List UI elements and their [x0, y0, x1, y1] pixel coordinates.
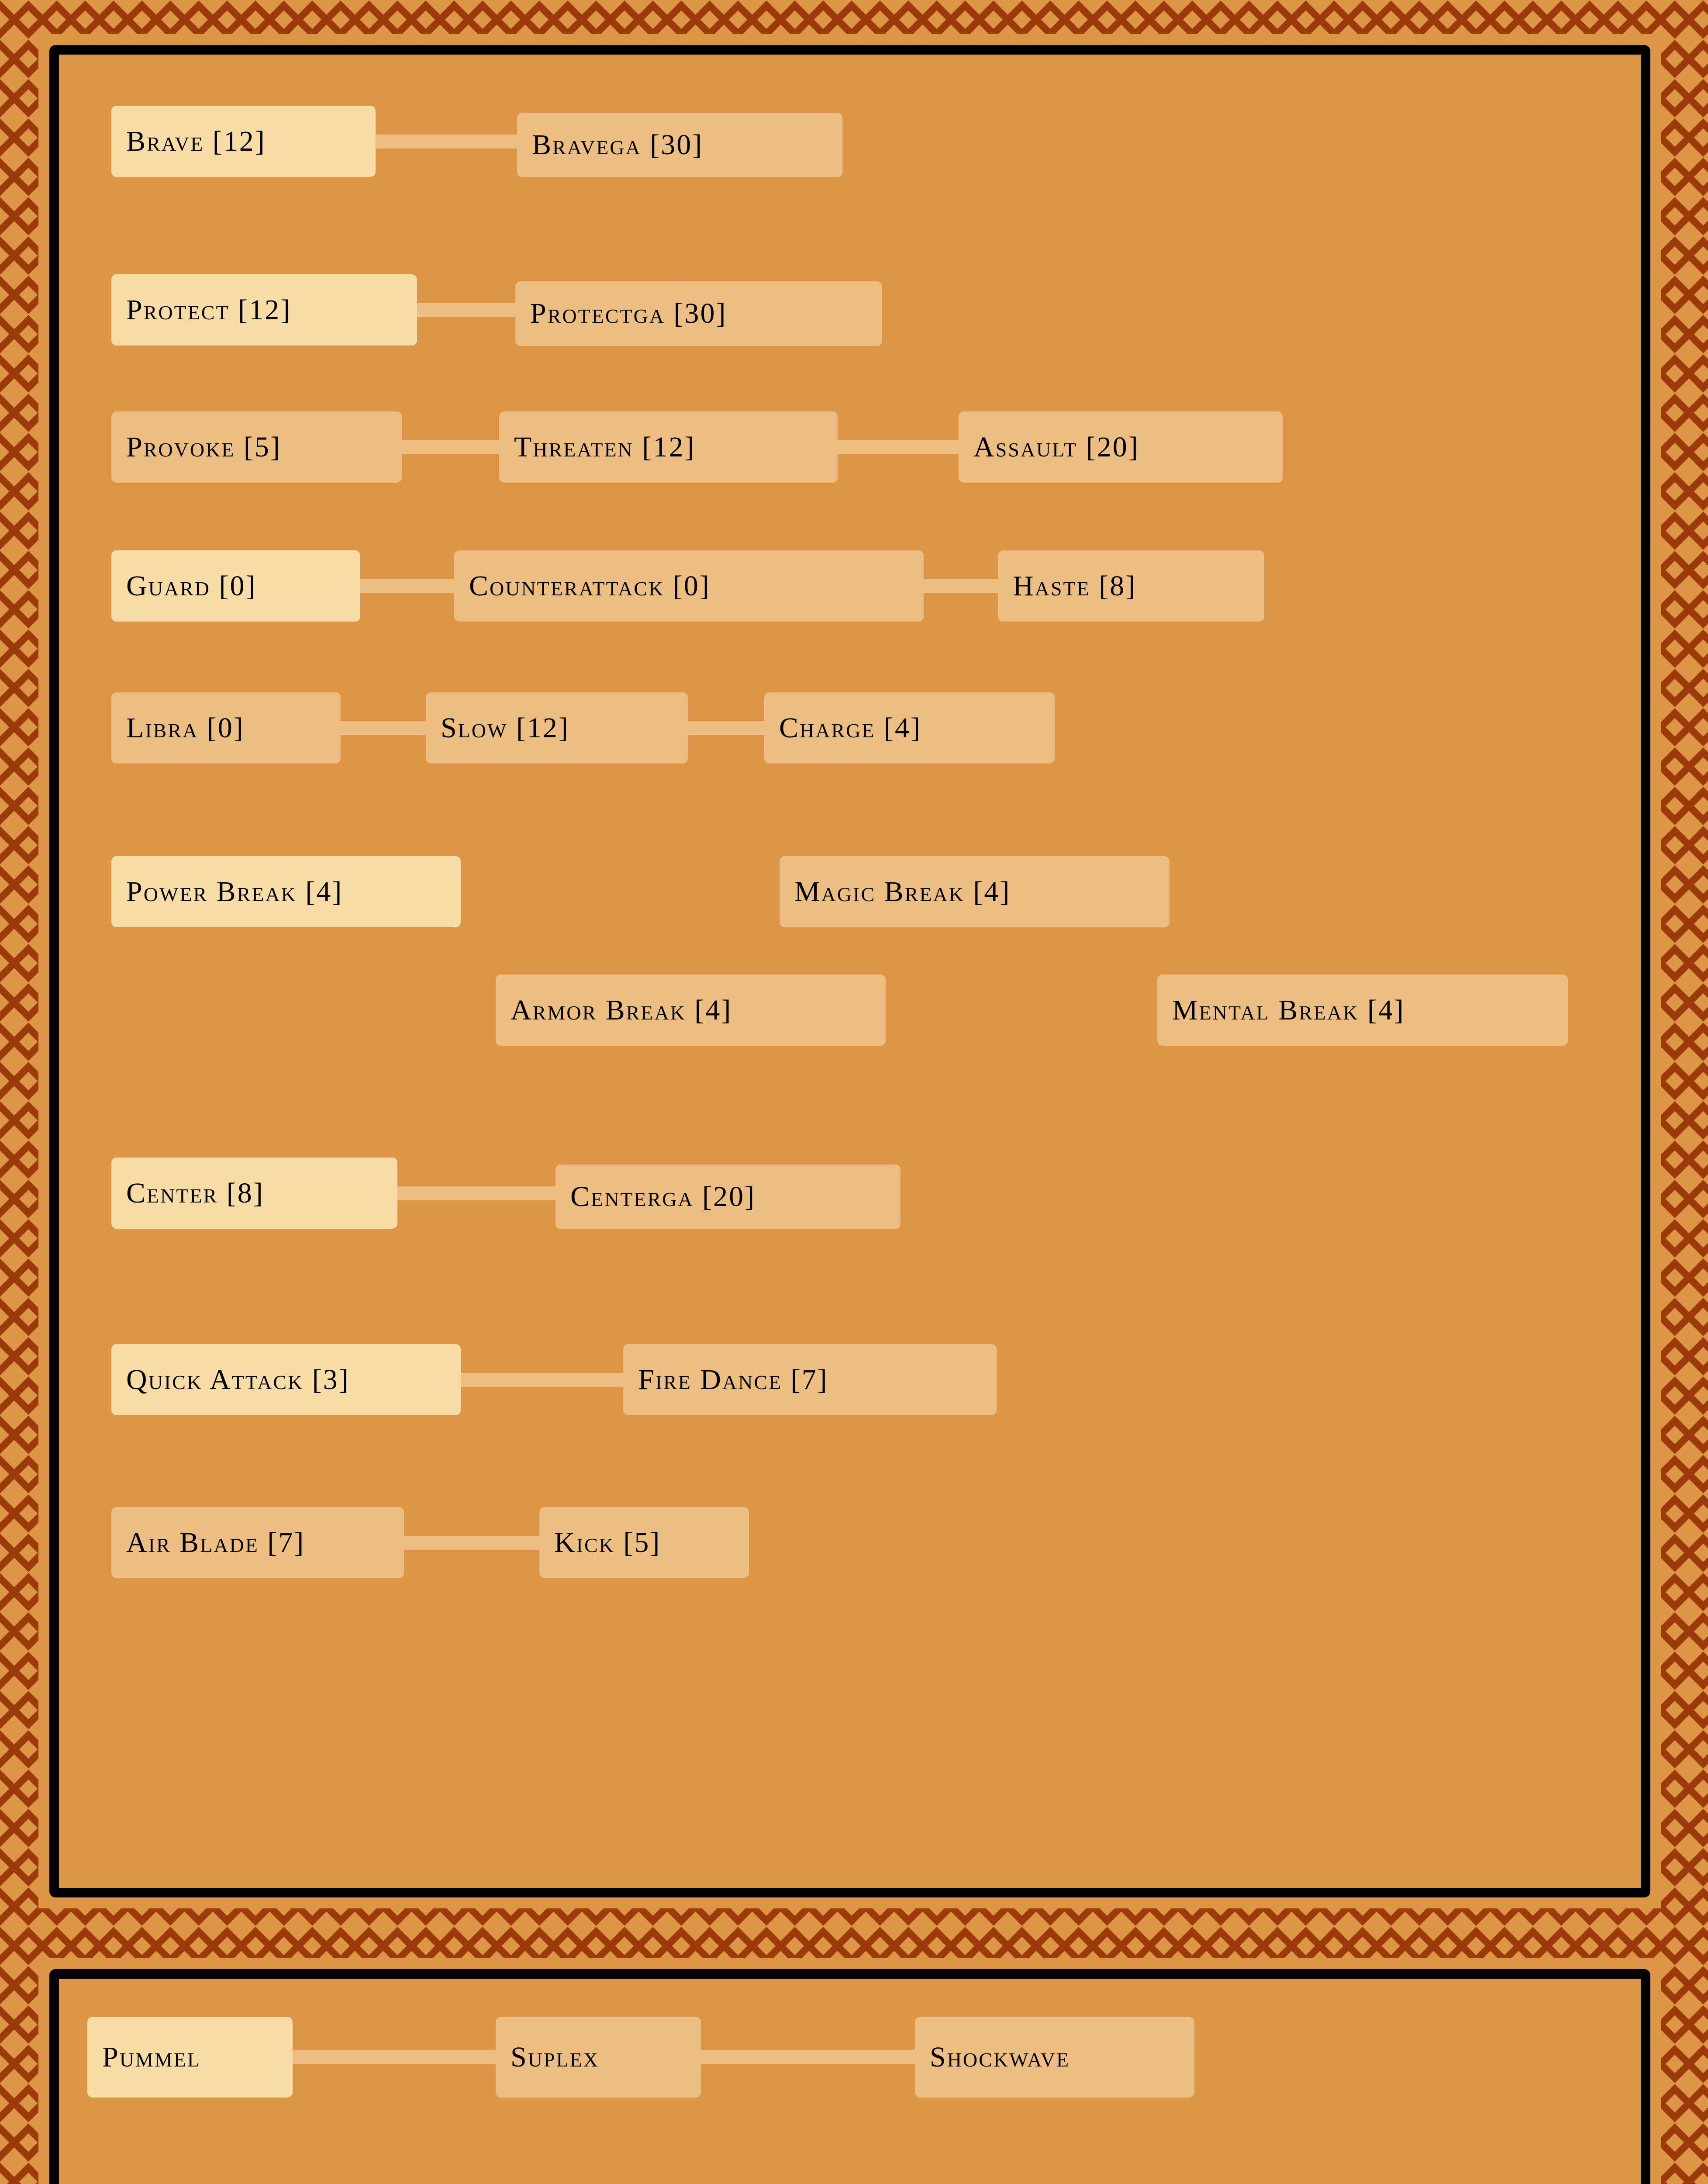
- connector-counterattack-haste: [921, 579, 1000, 593]
- node-shockwave[interactable]: Shockwave: [915, 2017, 1194, 2098]
- node-slow-label: Slow [12]: [441, 712, 569, 744]
- node-fire-dance[interactable]: Fire Dance [7]: [623, 1344, 997, 1415]
- node-magic-break[interactable]: Magic Break [4]: [780, 856, 1170, 927]
- primary-skill-grid-panel: Brave [12] Bravega [30] Protect [12] Protec…: [49, 45, 1650, 1897]
- node-charge-label: Charge [4]: [779, 712, 921, 744]
- connector-suplex-shockwave: [699, 2050, 917, 2064]
- node-centerga[interactable]: Centerga [20]: [556, 1165, 901, 1229]
- node-center[interactable]: Center [8]: [111, 1158, 397, 1229]
- node-protect-label: Protect [12]: [126, 294, 292, 326]
- node-quick-attack[interactable]: Quick Attack [3]: [111, 1344, 461, 1415]
- node-provoke[interactable]: Provoke [5]: [111, 411, 402, 483]
- primary-skill-grid-inner: Brave [12] Bravega [30] Protect [12] Protec…: [59, 55, 1641, 1888]
- connector-threaten-assault: [836, 440, 961, 454]
- node-armor-break[interactable]: Armor Break [4]: [496, 975, 886, 1046]
- node-pummel[interactable]: Pummel: [87, 2017, 293, 2098]
- node-quick-attack-label: Quick Attack [3]: [126, 1363, 350, 1396]
- node-threaten-label: Threaten [12]: [514, 431, 696, 463]
- node-centerga-label: Centerga [20]: [570, 1181, 756, 1213]
- connector-pummel-suplex: [290, 2050, 498, 2064]
- node-assault[interactable]: Assault [20]: [959, 411, 1283, 483]
- connector-libra-slow: [338, 721, 428, 735]
- node-power-break-label: Power Break [4]: [126, 875, 343, 908]
- node-magic-break-label: Magic Break [4]: [794, 875, 1011, 908]
- node-haste[interactable]: Haste [8]: [998, 550, 1264, 622]
- node-brave-label: Brave [12]: [126, 125, 266, 157]
- node-air-blade[interactable]: Air Blade [7]: [111, 1507, 404, 1578]
- node-bravega-label: Bravega [30]: [532, 129, 704, 161]
- node-suplex[interactable]: Suplex: [496, 2017, 701, 2098]
- node-kick[interactable]: Kick [5]: [539, 1507, 749, 1578]
- secondary-skill-grid-inner: Pummel Suplex Shockwave: [59, 1979, 1641, 2184]
- secondary-skill-grid-panel: Pummel Suplex Shockwave: [49, 1969, 1650, 2184]
- node-libra-label: Libra [0]: [126, 712, 245, 744]
- node-assault-label: Assault [20]: [973, 431, 1139, 463]
- node-protectga-label: Protectga [30]: [530, 297, 727, 329]
- node-guard-label: Guard [0]: [126, 570, 257, 602]
- node-brave[interactable]: Brave [12]: [111, 106, 376, 177]
- node-slow[interactable]: Slow [12]: [426, 692, 688, 764]
- connector-center-centerga: [396, 1186, 558, 1200]
- node-bravega[interactable]: Bravega [30]: [517, 113, 842, 177]
- node-kick-label: Kick [5]: [554, 1526, 661, 1559]
- connector-quick-attack-fire-dance: [459, 1373, 625, 1387]
- node-protect[interactable]: Protect [12]: [111, 274, 417, 346]
- node-provoke-label: Provoke [5]: [126, 431, 281, 463]
- node-counterattack[interactable]: Counterattack [0]: [454, 550, 924, 622]
- node-center-label: Center [8]: [126, 1177, 264, 1209]
- node-threaten[interactable]: Threaten [12]: [499, 411, 838, 483]
- node-fire-dance-label: Fire Dance [7]: [638, 1363, 828, 1396]
- node-pummel-label: Pummel: [102, 2041, 201, 2073]
- connector-provoke-threaten: [401, 440, 501, 454]
- node-counterattack-label: Counterattack [0]: [469, 570, 711, 602]
- node-charge[interactable]: Charge [4]: [764, 692, 1055, 764]
- connector-guard-counterattack: [359, 579, 456, 593]
- connector-air-blade-kick: [402, 1536, 542, 1550]
- node-shockwave-label: Shockwave: [930, 2041, 1070, 2073]
- node-guard[interactable]: Guard [0]: [111, 550, 360, 622]
- node-protectga[interactable]: Protectga [30]: [515, 281, 882, 346]
- node-armor-break-label: Armor Break [4]: [511, 994, 732, 1026]
- connector-protect-protectga: [416, 303, 517, 317]
- node-mental-break-label: Mental Break [4]: [1172, 994, 1405, 1026]
- node-power-break[interactable]: Power Break [4]: [111, 856, 461, 927]
- connector-brave-bravega: [376, 135, 520, 149]
- node-haste-label: Haste [8]: [1013, 570, 1137, 602]
- connector-slow-charge: [686, 721, 766, 735]
- node-libra[interactable]: Libra [0]: [111, 692, 341, 764]
- node-suplex-label: Suplex: [511, 2041, 599, 2073]
- node-mental-break[interactable]: Mental Break [4]: [1157, 975, 1568, 1046]
- node-air-blade-label: Air Blade [7]: [126, 1526, 305, 1559]
